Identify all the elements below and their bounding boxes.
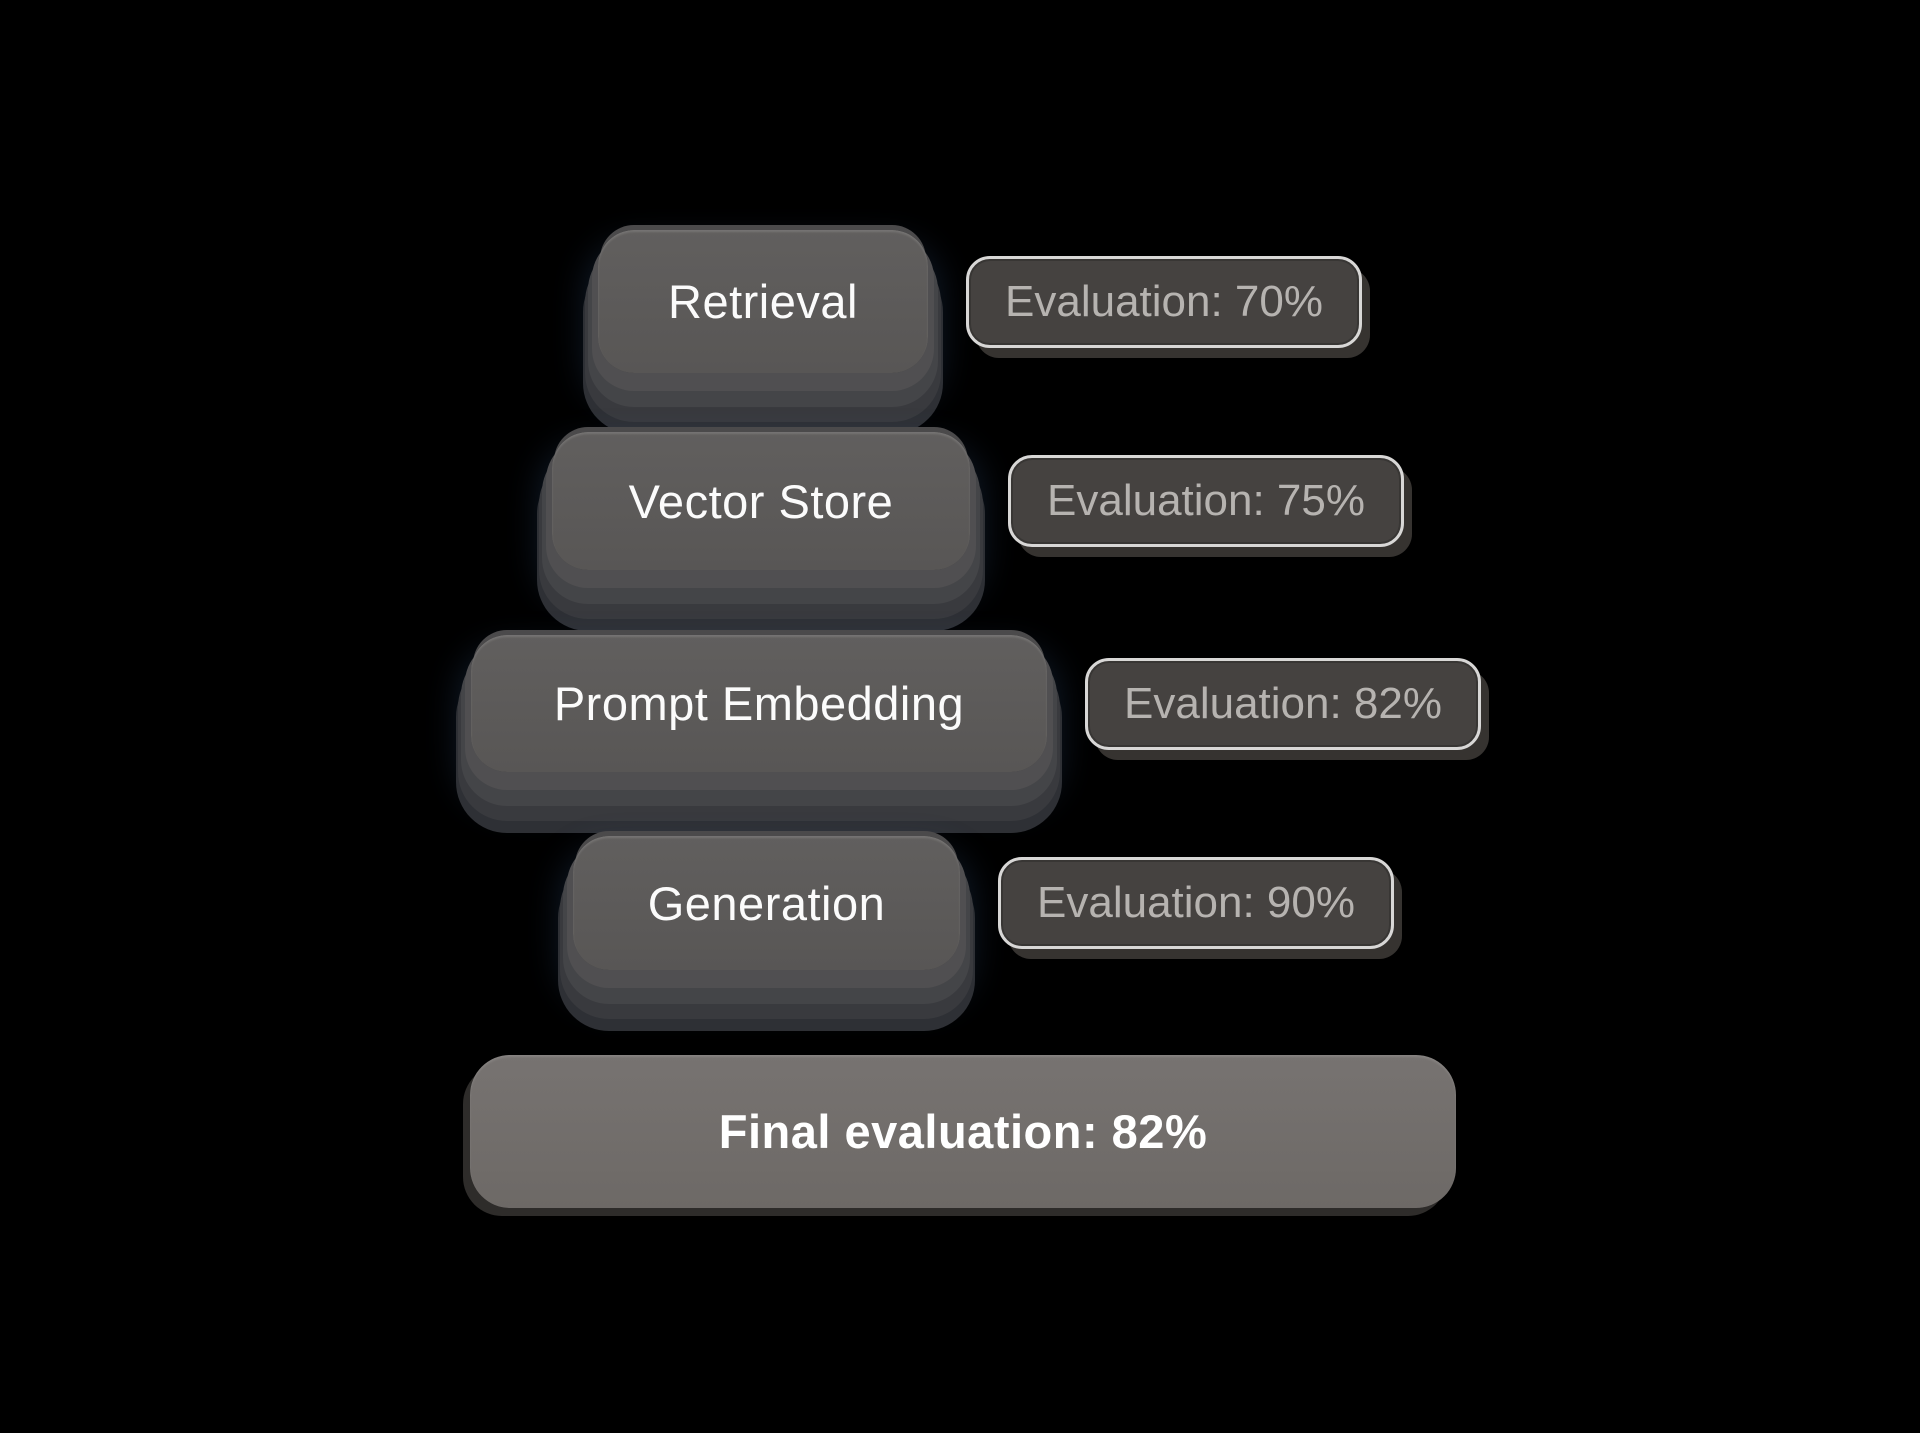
evaluation-badge-retrieval: Evaluation: 70%	[966, 255, 1362, 348]
final-evaluation-bar: Final evaluation: 82%	[470, 1055, 1456, 1208]
stage-pill-prompt-embedding: Prompt Embedding	[471, 635, 1047, 772]
pipeline-row-vector-store: Vector Store Evaluation: 75%	[552, 432, 1404, 570]
evaluation-badge-generation: Evaluation: 90%	[998, 857, 1394, 949]
stage-pill-retrieval: Retrieval	[598, 230, 928, 373]
evaluation-badge-prompt-embedding: Evaluation: 82%	[1085, 657, 1481, 750]
stage-pill-vector-store: Vector Store	[552, 432, 970, 570]
pipeline-row-retrieval: Retrieval Evaluation: 70%	[598, 230, 1362, 373]
pipeline-row-prompt-embedding: Prompt Embedding Evaluation: 82%	[471, 635, 1481, 772]
pipeline-row-generation: Generation Evaluation: 90%	[573, 836, 1394, 970]
stage-pill-generation: Generation	[573, 836, 960, 970]
evaluation-badge-vector-store: Evaluation: 75%	[1008, 455, 1404, 547]
